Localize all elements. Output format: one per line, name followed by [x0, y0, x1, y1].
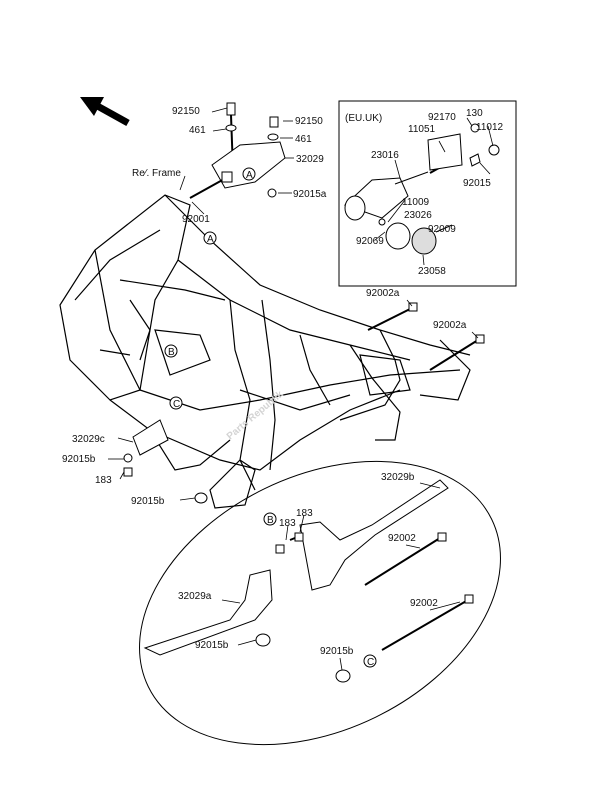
- callout-c-frame: C: [169, 396, 183, 410]
- part-labels: Re⁄. Frame Parts Republik 92150 461 9215…: [62, 106, 504, 657]
- part-label-92069: 92069: [356, 236, 384, 247]
- part-label-11009: 11009: [402, 197, 430, 208]
- eu-uk-label: (EU.UK): [345, 113, 382, 124]
- svg-text:C: C: [367, 657, 374, 668]
- part-label-183-left: 183: [95, 475, 112, 486]
- part-label-32029c: 32029c: [72, 434, 105, 445]
- part-label-183-detail-right: 183: [296, 508, 313, 519]
- part-label-92002a-top: 92002a: [366, 288, 400, 299]
- part-label-23026: 23026: [404, 210, 432, 221]
- part-label-92002-bottom: 92002: [410, 598, 438, 609]
- part-label-92009: 92009: [428, 224, 456, 235]
- part-label-92150-right: 92150: [295, 116, 323, 127]
- callout-a-frame: A: [203, 231, 217, 245]
- leader-lines: [108, 107, 494, 671]
- svg-text:B: B: [168, 347, 175, 358]
- svg-text:A: A: [207, 234, 214, 245]
- lower-left-bracket: [123, 419, 208, 504]
- part-label-92001: 92001: [182, 214, 210, 225]
- upper-bracket-assembly: [189, 102, 286, 199]
- part-label-183-detail-left: 183: [279, 518, 296, 529]
- part-label-92150-left: 92150: [172, 106, 200, 117]
- callout-a-upper: A: [242, 167, 256, 181]
- part-label-32029a: 32029a: [178, 591, 212, 602]
- part-label-92015b-left: 92015b: [62, 454, 96, 465]
- svg-text:B: B: [267, 515, 274, 526]
- svg-text:A: A: [246, 170, 253, 181]
- svg-text:C: C: [173, 399, 180, 410]
- long-bolts: [367, 302, 485, 371]
- part-label-92002a-right: 92002a: [433, 320, 467, 331]
- front-direction-arrow: [80, 97, 130, 127]
- part-label-92015b-detail: 92015b: [195, 640, 229, 651]
- part-label-92015: 92015: [463, 178, 491, 189]
- part-label-92002-detail: 92002: [388, 533, 416, 544]
- part-label-92015a: 92015a: [293, 189, 327, 200]
- callout-b-detail: B: [263, 512, 277, 526]
- part-label-11012: 11012: [476, 122, 504, 133]
- watermark: Parts Republik: [225, 389, 286, 443]
- part-label-23058: 23058: [418, 266, 446, 277]
- part-label-92015b-bottom2: 92015b: [320, 646, 354, 657]
- part-label-11051: 11051: [408, 124, 436, 135]
- part-label-92170: 92170: [428, 112, 456, 123]
- callout-markers: A A B C B C: [164, 167, 377, 668]
- part-label-461-left: 461: [189, 125, 206, 136]
- part-label-461-right: 461: [295, 134, 312, 145]
- callout-c-detail: C: [363, 654, 377, 668]
- part-label-92015b-bottom: 92015b: [131, 496, 165, 507]
- ref-frame-label: Re⁄. Frame: [132, 168, 181, 179]
- part-label-23016: 23016: [371, 150, 399, 161]
- part-label-130: 130: [466, 108, 483, 119]
- part-label-32029: 32029: [296, 154, 324, 165]
- callout-b-frame: B: [164, 344, 178, 358]
- detail-b-ellipse: [139, 460, 501, 746]
- part-label-32029b: 32029b: [381, 472, 415, 483]
